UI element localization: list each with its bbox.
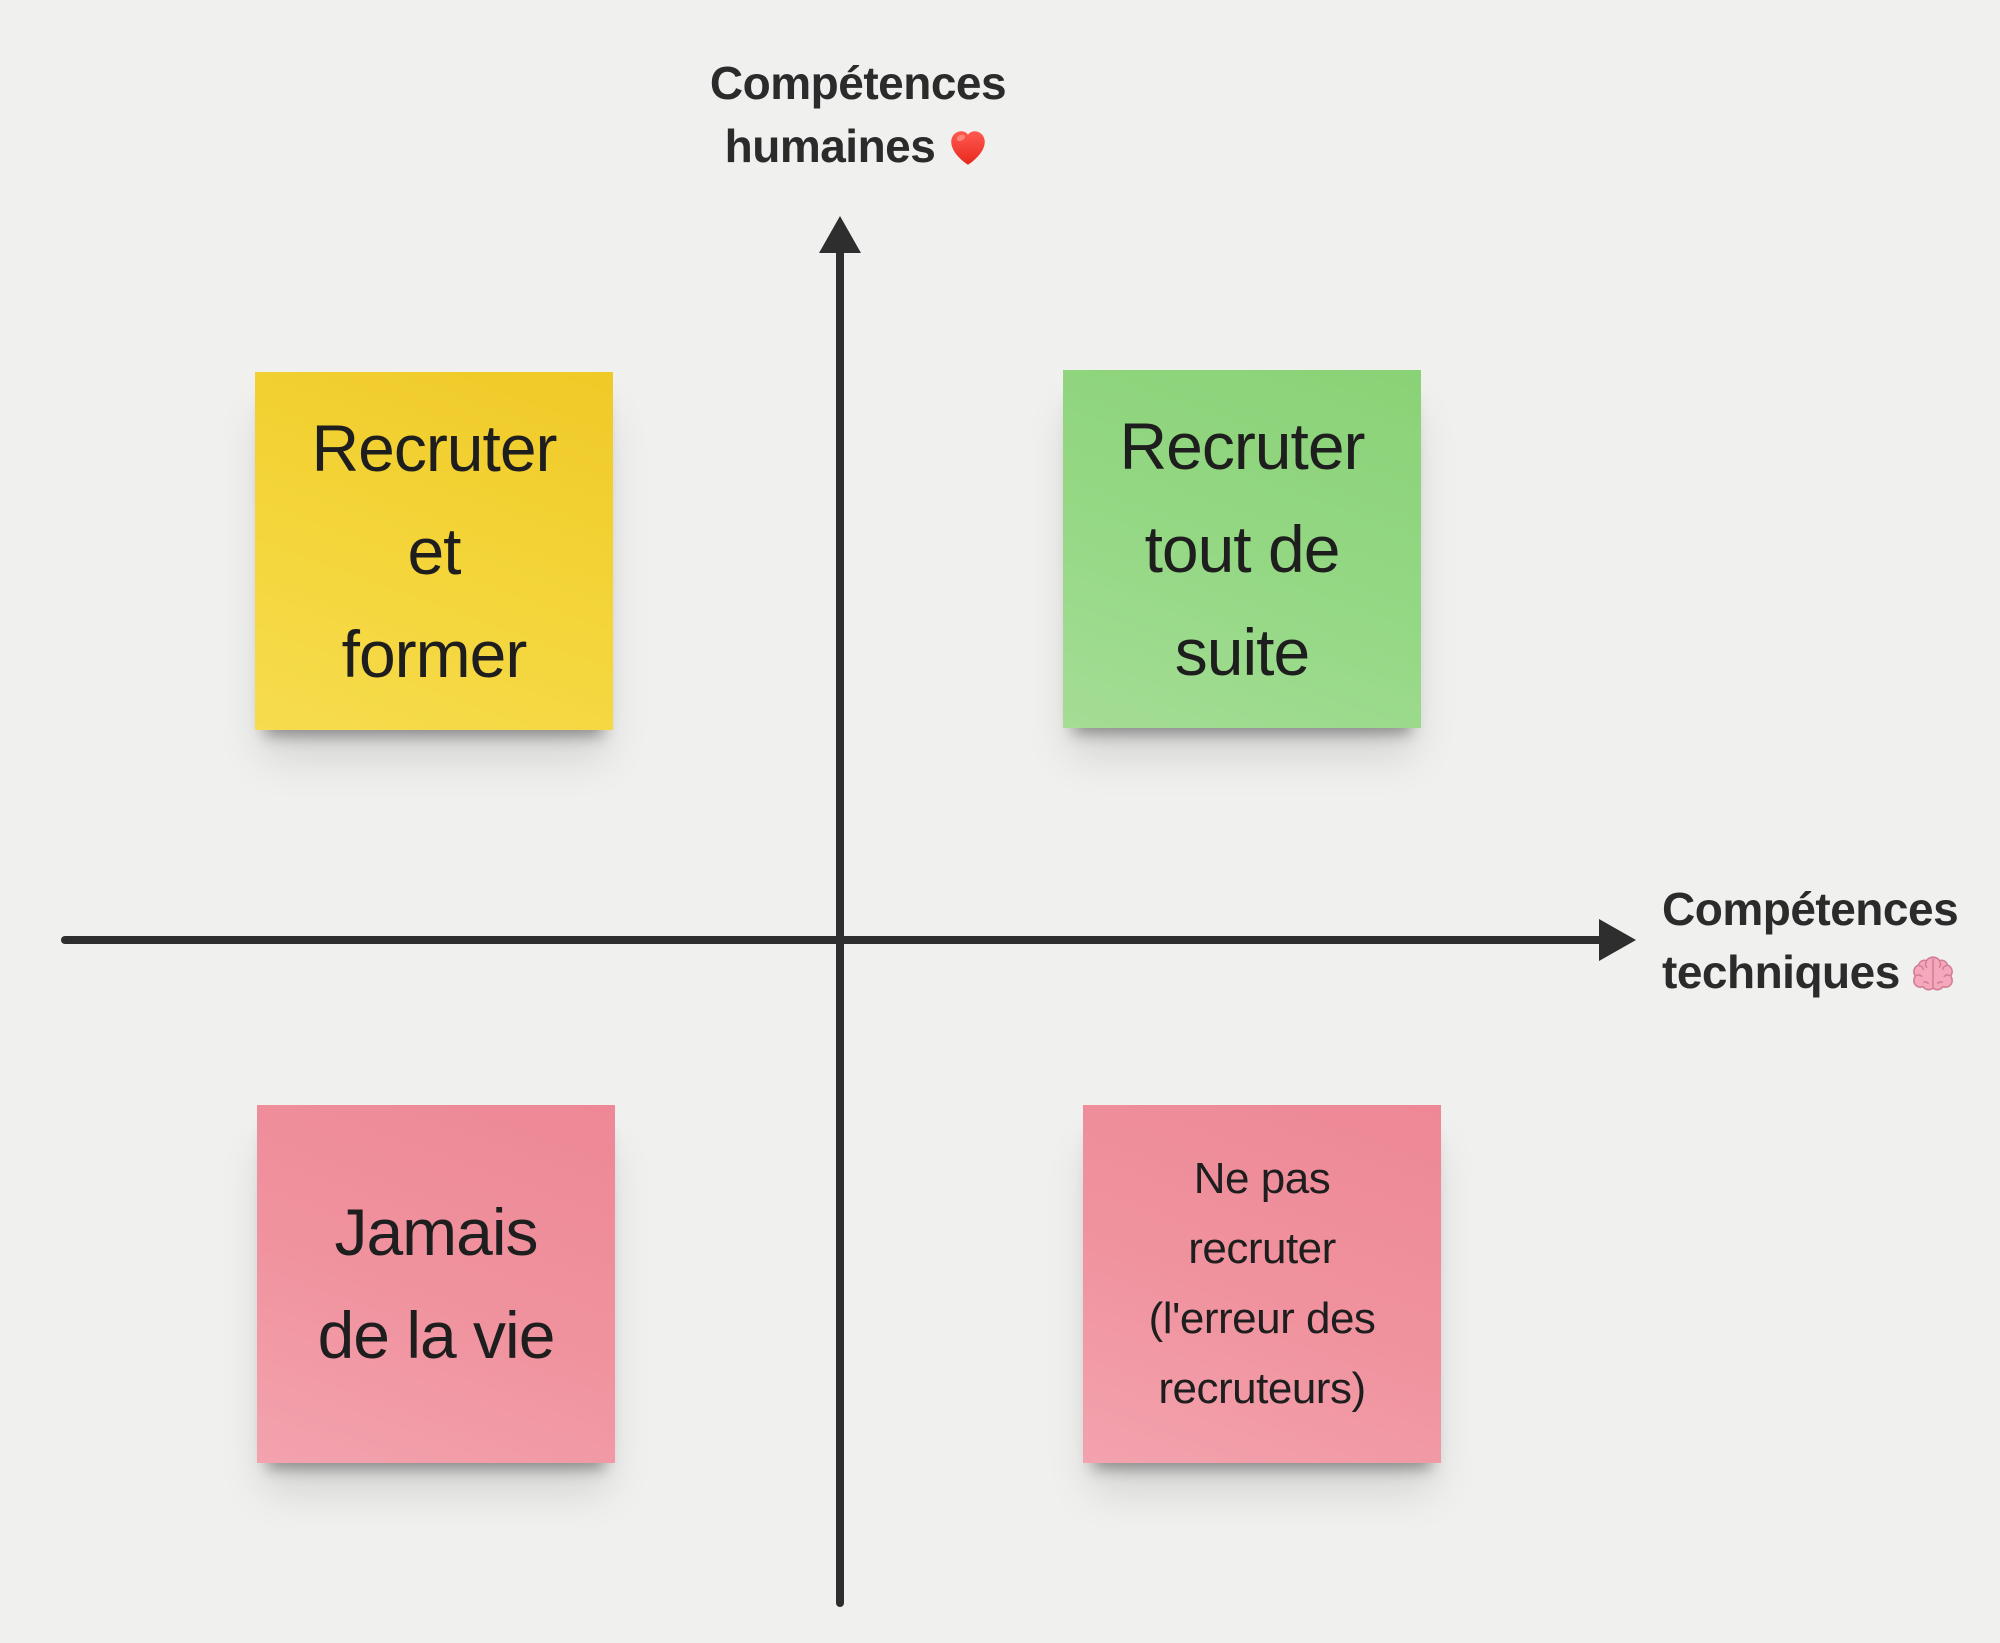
sticky-note-text: Recruter et former — [311, 410, 557, 691]
x-axis-label-line1: Compétences — [1662, 883, 1959, 935]
y-axis-arrowhead-icon — [819, 216, 861, 253]
x-axis-label-line2-row: techniques — [1662, 941, 1958, 1012]
sticky-note-bottom-left[interactable]: Jamais de la vie — [257, 1105, 615, 1463]
x-axis-line — [61, 936, 1609, 944]
y-axis-label-line2-row: humaines — [608, 115, 1108, 186]
sticky-note-text: Recruter tout de suite — [1119, 408, 1365, 689]
sticky-note-bottom-right[interactable]: Ne pas recruter (l'erreur des recruteurs… — [1083, 1105, 1441, 1463]
x-axis-label-line2: techniques — [1662, 946, 1900, 998]
sticky-note-top-right[interactable]: Recruter tout de suite — [1063, 370, 1421, 728]
sticky-note-text: Jamais de la vie — [317, 1195, 556, 1372]
red-heart-icon — [945, 123, 991, 186]
y-axis-line — [836, 242, 844, 1607]
y-axis-label: Compétences humaines — [608, 52, 1108, 186]
sticky-note-text: Ne pas recruter (l'erreur des recruteurs… — [1148, 1154, 1376, 1413]
brain-icon — [1910, 949, 1956, 1012]
y-axis-label-line1: Compétences — [709, 57, 1007, 109]
x-axis-label: Compétences techniques — [1662, 878, 1959, 1012]
y-axis-label-line2: humaines — [724, 120, 936, 172]
x-axis-arrowhead-icon — [1599, 919, 1636, 961]
sticky-note-top-left[interactable]: Recruter et former — [255, 372, 613, 730]
